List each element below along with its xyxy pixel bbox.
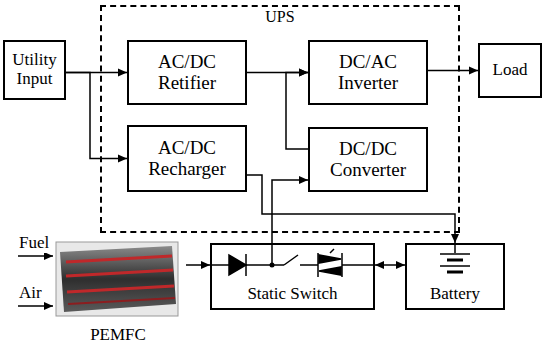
input-box: Utility Input [3, 40, 66, 100]
battery-box: Battery [405, 243, 505, 310]
process-box: AC/DC Recharger [127, 125, 247, 192]
node-label: Static Switch [247, 285, 337, 304]
air-arrow [18, 305, 53, 307]
input-label: Fuel [18, 234, 50, 253]
fuel-arrow [18, 255, 53, 257]
node-label: PEMFC [90, 326, 146, 345]
process-box: DC/AC Inverter [308, 40, 428, 105]
battery-symbol [440, 245, 470, 272]
node-label: DC/DC Converter [323, 139, 413, 181]
fuel-cell-picture [56, 242, 178, 316]
node-label: DC/AC Inverter [323, 52, 413, 94]
node-label: Battery [430, 285, 480, 304]
node-label: AC/DC Retifier [142, 52, 232, 94]
connector-arrow [428, 70, 478, 72]
load-box: Load [478, 43, 542, 98]
node-label: Utility Input [5, 51, 64, 88]
connector-arrow [66, 73, 127, 159]
fuel-cell: PEMFC [50, 236, 186, 346]
switch-symbol [212, 245, 373, 277]
connector-arrow [375, 264, 405, 266]
connector-arrow [186, 264, 210, 266]
process-box: DC/DC Converter [308, 127, 428, 192]
ups-enclosure: UPS AC/DC Retifier DC/AC InverterAC/DC Rec… [100, 5, 460, 233]
switch-box: Static Switch [210, 243, 375, 310]
process-box: AC/DC Retifier [127, 40, 247, 105]
node-label: Load [493, 61, 528, 80]
connector-arrow [286, 73, 308, 150]
node-label: UPS [102, 8, 458, 26]
connector-arrow [272, 180, 308, 243]
input-label: Air [18, 284, 43, 303]
junction-dot [270, 263, 275, 268]
node-label: AC/DC Recharger [142, 138, 232, 180]
